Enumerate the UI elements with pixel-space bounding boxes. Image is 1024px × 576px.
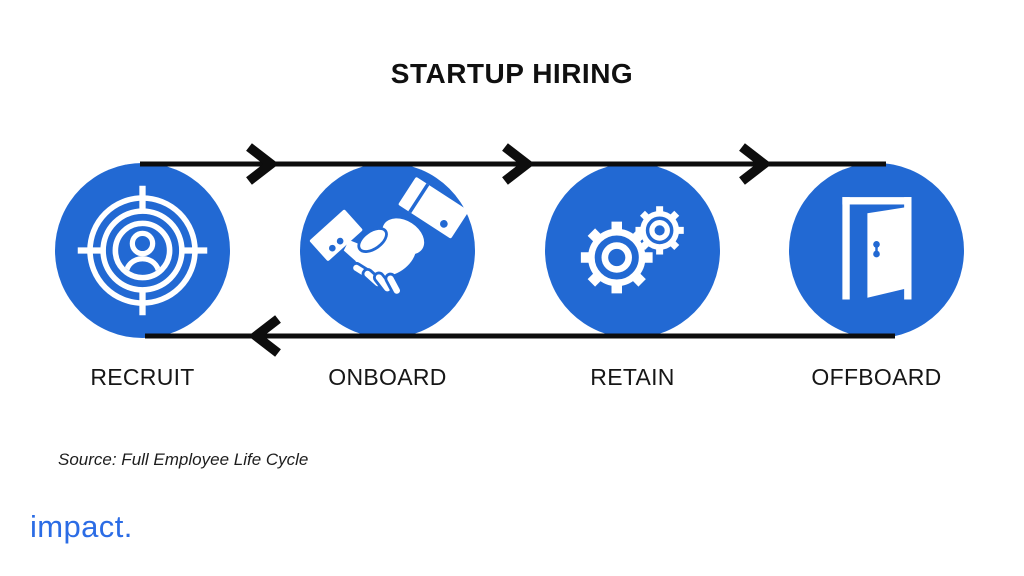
stage-circle-recruit: [55, 163, 230, 338]
stage-label-recruit: RECRUIT: [90, 364, 195, 390]
impact-logo: impact.: [30, 509, 133, 544]
stage-label-offboard: OFFBOARD: [811, 364, 942, 390]
stage-label-onboard: ONBOARD: [328, 364, 447, 390]
source-note: Source: Full Employee Life Cycle: [58, 450, 309, 469]
open-door-icon: [842, 197, 912, 300]
stage-label-retain: RETAIN: [590, 364, 675, 390]
flow-arrow-bottom: [145, 315, 895, 357]
flow-arrow-top: [140, 143, 886, 185]
stage-circle-onboard: [300, 163, 475, 338]
target-person-icon: [77, 185, 208, 316]
page-title: STARTUP HIRING: [390, 58, 634, 89]
stage-circle-retain: [545, 163, 720, 338]
stage-circle-offboard: [789, 163, 964, 338]
gears-icon: [580, 206, 684, 294]
handshake-icon: [309, 177, 469, 297]
